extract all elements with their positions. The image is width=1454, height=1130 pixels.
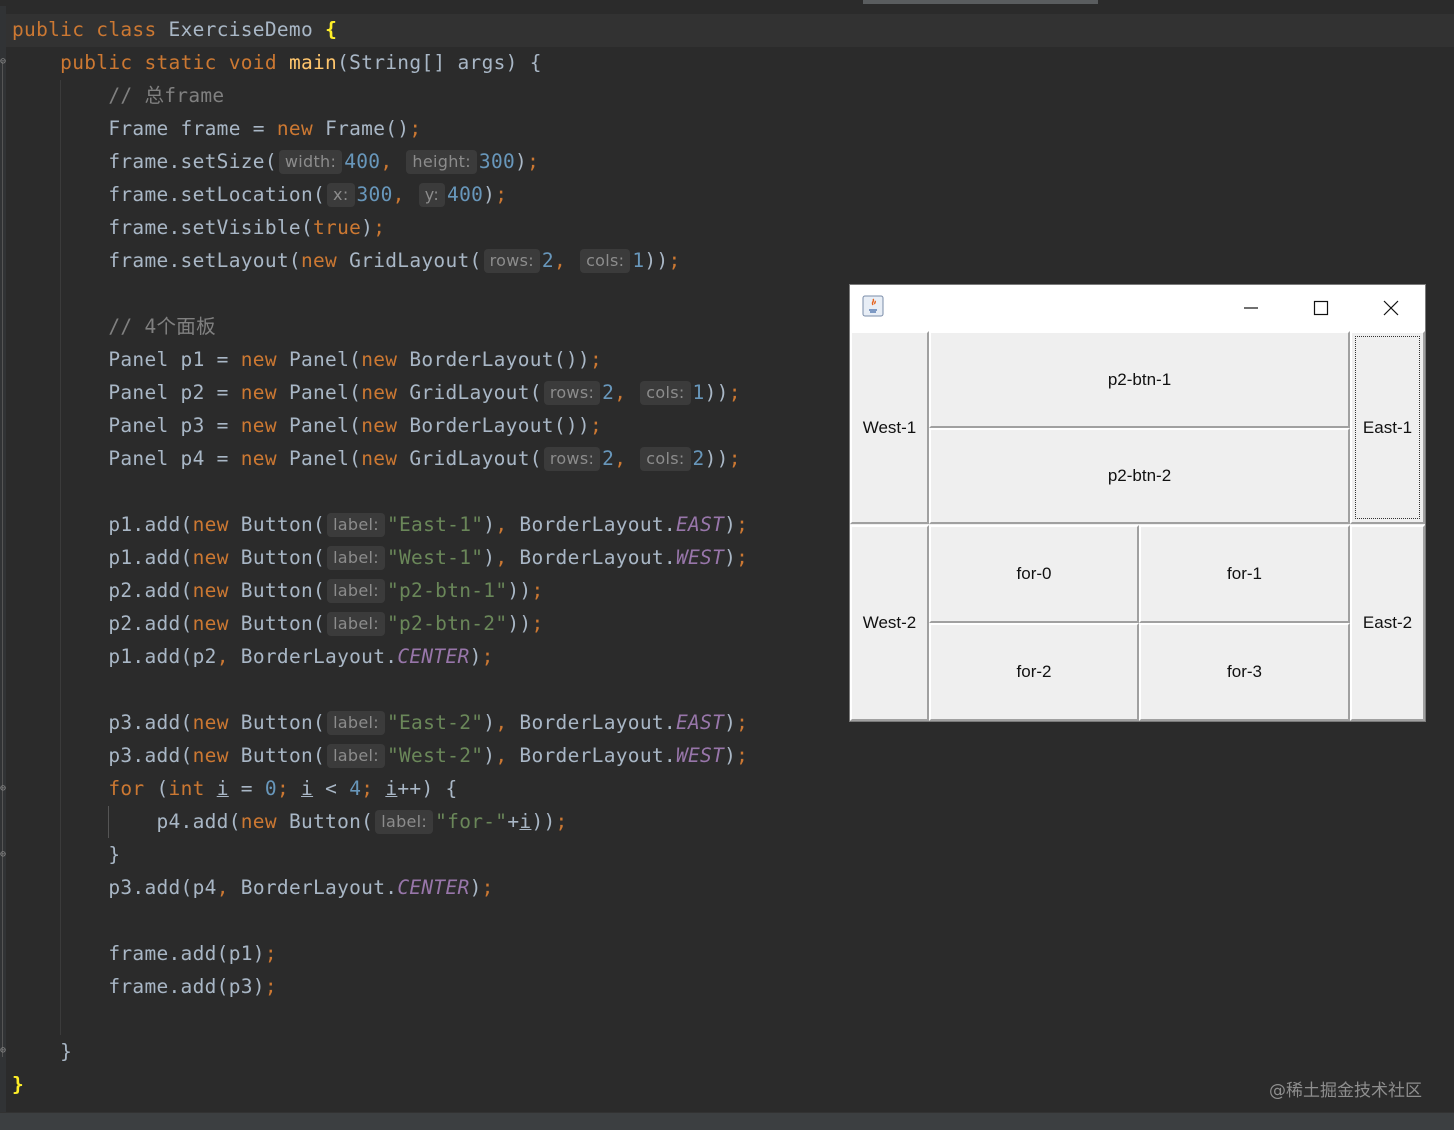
code-line[interactable]: Panel p2 = new Panel(new GridLayout(rows… [12,381,741,405]
code-line[interactable]: Panel p3 = new Panel(new BorderLayout())… [12,414,603,437]
fold-guide-line [2,62,3,1057]
current-line-highlight [6,14,1454,47]
status-bar [0,1112,1454,1130]
code-line[interactable]: // 总frame [108,84,225,107]
minimize-icon [1244,307,1258,309]
code-line[interactable]: } [12,843,121,866]
code-line[interactable]: frame.setLocation(x:300, y:400); [12,183,508,207]
java-app-icon [862,295,884,317]
code-line[interactable]: p2.add(new Button(label:"p2-btn-1")); [12,579,544,603]
code-line[interactable]: frame.add(p1); [12,942,277,965]
close-button[interactable] [1356,285,1426,331]
code-line[interactable]: // 4个面板 [108,315,216,338]
code-line[interactable]: frame.setSize(width:400, height:300); [12,150,540,174]
code-line[interactable]: public class ExerciseDemo { [12,18,338,41]
indent-guide [108,806,109,838]
focus-indicator [1355,336,1420,519]
fold-expand-icon[interactable]: ⊖ [0,1045,7,1056]
p2-btn-1-button[interactable]: p2-btn-1 [929,331,1350,428]
code-line[interactable]: p4.add(new Button(label:"for-"+i)); [12,810,568,834]
code-line[interactable]: Panel p1 = new Panel(new BorderLayout())… [12,348,603,371]
minimize-button[interactable] [1216,285,1286,331]
fold-collapse-icon[interactable]: ⊖ [0,783,7,794]
close-icon [1383,300,1399,316]
code-line[interactable]: for (int i = 0; i < 4; i++) { [108,777,458,800]
code-line[interactable]: Panel p4 = new Panel(new GridLayout(rows… [12,447,741,471]
indent-guide [60,80,61,1035]
code-line[interactable]: frame.setLayout(new GridLayout(rows:2, c… [12,249,681,273]
window-titlebar[interactable] [850,285,1425,331]
fold-collapse-icon[interactable]: ⊖ [0,56,7,67]
code-line[interactable]: p3.add(new Button(label:"East-2"), Borde… [12,711,749,735]
east-1-label: East-1 [1362,417,1413,437]
editor-gutter [0,6,6,1112]
for-0-button[interactable]: for-0 [929,525,1139,623]
west-1-button[interactable]: West-1 [850,331,929,524]
code-line[interactable]: frame.add(p3); [12,975,277,998]
java-frame-window: West-1 p2-btn-1 p2-btn-2 East-1 West-2 f… [850,285,1425,721]
horizontal-scrollbar-thumb[interactable] [863,0,1098,4]
fold-expand-icon[interactable]: ⊖ [0,849,7,860]
code-line[interactable]: frame.setVisible(true); [12,216,386,239]
east-2-button[interactable]: East-2 [1350,525,1425,721]
code-line[interactable]: p1.add(new Button(label:"East-1"), Borde… [12,513,749,537]
code-line[interactable]: public static void main(String[] args) { [60,51,542,74]
code-line[interactable]: p2.add(new Button(label:"p2-btn-2")); [12,612,544,636]
code-line[interactable]: } [12,1073,25,1096]
code-line[interactable]: Frame frame = new Frame(); [12,117,422,140]
frame-content: West-1 p2-btn-1 p2-btn-2 East-1 West-2 f… [850,331,1425,721]
maximize-button[interactable] [1286,285,1356,331]
for-1-button[interactable]: for-1 [1139,525,1350,623]
editor-top-strip [0,0,1454,6]
for-2-button[interactable]: for-2 [929,623,1139,721]
code-line[interactable]: p1.add(new Button(label:"West-1"), Borde… [12,546,749,570]
for-3-button[interactable]: for-3 [1139,623,1350,721]
west-2-button[interactable]: West-2 [850,525,929,721]
watermark: @稀土掘金技术社区 [1269,1081,1422,1101]
east-1-button[interactable]: East-1 [1350,331,1425,524]
code-line[interactable]: } [12,1040,73,1063]
code-line[interactable]: p3.add(new Button(label:"West-2"), Borde… [12,744,749,768]
code-line[interactable]: p3.add(p4, BorderLayout.CENTER); [12,876,494,899]
p2-btn-2-button[interactable]: p2-btn-2 [929,428,1350,524]
maximize-icon [1313,300,1329,316]
code-line[interactable]: p1.add(p2, BorderLayout.CENTER); [12,645,494,668]
